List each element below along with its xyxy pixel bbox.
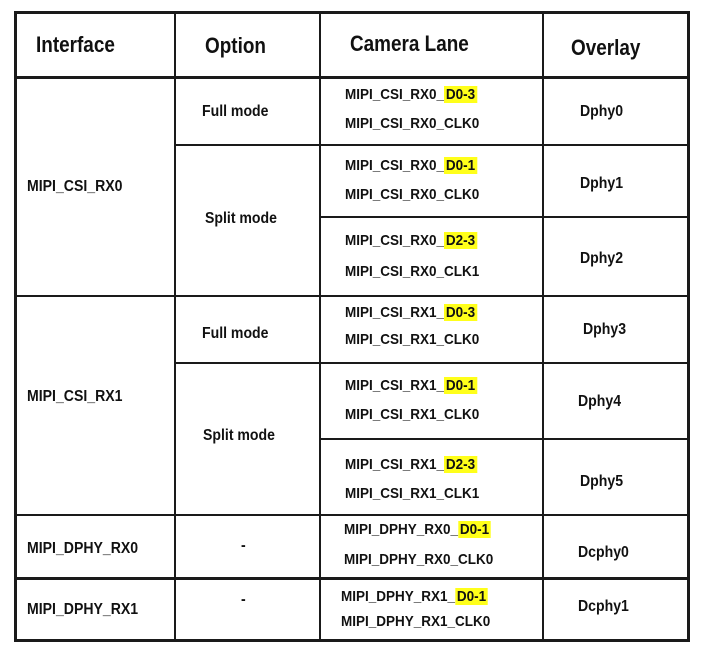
- data-lane-label: MIPI_CSI_RX1_D0-1: [345, 377, 477, 394]
- row-divider: [319, 216, 690, 218]
- row-divider: [14, 76, 690, 79]
- interface-cell: MIPI_CSI_RX0: [27, 178, 123, 195]
- overlay-cell: Dphy2: [580, 250, 624, 267]
- data-lane-label: MIPI_CSI_RX0_D2-3: [345, 232, 477, 249]
- lane-range-highlight: D2-3: [444, 232, 477, 249]
- data-lane-label: MIPI_CSI_RX1_D2-3: [345, 456, 477, 473]
- lane-range-highlight: D2-3: [444, 456, 477, 473]
- table-border-bottom: [14, 639, 690, 642]
- column-divider: [319, 11, 321, 642]
- data-lane-label: MIPI_DPHY_RX1_D0-1: [341, 588, 488, 605]
- overlay-cell: Dphy3: [583, 320, 627, 338]
- row-divider: [174, 362, 690, 364]
- option-cell: Split mode: [203, 427, 275, 444]
- lane-range-highlight: D0-1: [444, 157, 477, 174]
- header-camera-lane: Camera Lane: [350, 31, 469, 56]
- option-cell: Full mode: [202, 325, 269, 342]
- row-divider: [174, 144, 690, 146]
- clock-lane-label: MIPI_CSI_RX0_CLK1: [345, 263, 480, 280]
- overlay-cell: Dcphy1: [578, 598, 629, 615]
- data-lane-label: MIPI_CSI_RX1_D0-3: [345, 304, 477, 321]
- interface-cell: MIPI_DPHY_RX0: [27, 540, 139, 557]
- data-lane-label: MIPI_CSI_RX0_D0-1: [345, 157, 477, 174]
- data-lane-label: MIPI_CSI_RX0_D0-3: [345, 86, 477, 103]
- clock-lane-label: MIPI_CSI_RX0_CLK0: [345, 115, 480, 132]
- lane-range-highlight: D0-1: [444, 377, 477, 394]
- clock-lane-label: MIPI_DPHY_RX1_CLK0: [341, 613, 491, 630]
- lane-range-highlight: D0-3: [444, 86, 477, 103]
- data-lane-label: MIPI_DPHY_RX0_D0-1: [344, 521, 491, 538]
- overlay-cell: Dcphy0: [578, 544, 629, 561]
- column-divider: [174, 11, 176, 642]
- table-border-left: [14, 11, 17, 642]
- option-cell: Split mode: [205, 210, 277, 227]
- overlay-cell: Dphy5: [580, 473, 624, 490]
- interface-cell: MIPI_CSI_RX1: [27, 388, 123, 405]
- header-option: Option: [205, 33, 266, 58]
- lane-range-highlight: D0-1: [455, 588, 488, 605]
- option-cell: -: [241, 537, 246, 554]
- clock-lane-label: MIPI_CSI_RX1_CLK0: [345, 331, 480, 348]
- header-interface: Interface: [36, 32, 115, 57]
- lane-range-highlight: D0-1: [458, 521, 491, 538]
- overlay-cell: Dphy4: [578, 393, 622, 410]
- lane-range-highlight: D0-3: [444, 304, 477, 321]
- row-divider: [319, 438, 690, 440]
- option-cell: Full mode: [202, 102, 269, 120]
- clock-lane-label: MIPI_CSI_RX1_CLK1: [345, 485, 480, 502]
- clock-lane-label: MIPI_DPHY_RX0_CLK0: [344, 551, 494, 568]
- table-border-right: [687, 11, 690, 642]
- header-overlay: Overlay: [571, 35, 641, 60]
- table-border-top: [14, 11, 690, 14]
- overlay-cell: Dphy0: [580, 102, 624, 120]
- row-divider: [14, 295, 690, 297]
- interface-cell: MIPI_DPHY_RX1: [27, 600, 139, 618]
- clock-lane-label: MIPI_CSI_RX1_CLK0: [345, 406, 480, 423]
- clock-lane-label: MIPI_CSI_RX0_CLK0: [345, 186, 480, 203]
- overlay-cell: Dphy1: [580, 174, 624, 192]
- option-cell: -: [241, 591, 246, 608]
- column-divider: [542, 11, 544, 642]
- row-divider: [14, 577, 690, 580]
- row-divider: [14, 514, 690, 516]
